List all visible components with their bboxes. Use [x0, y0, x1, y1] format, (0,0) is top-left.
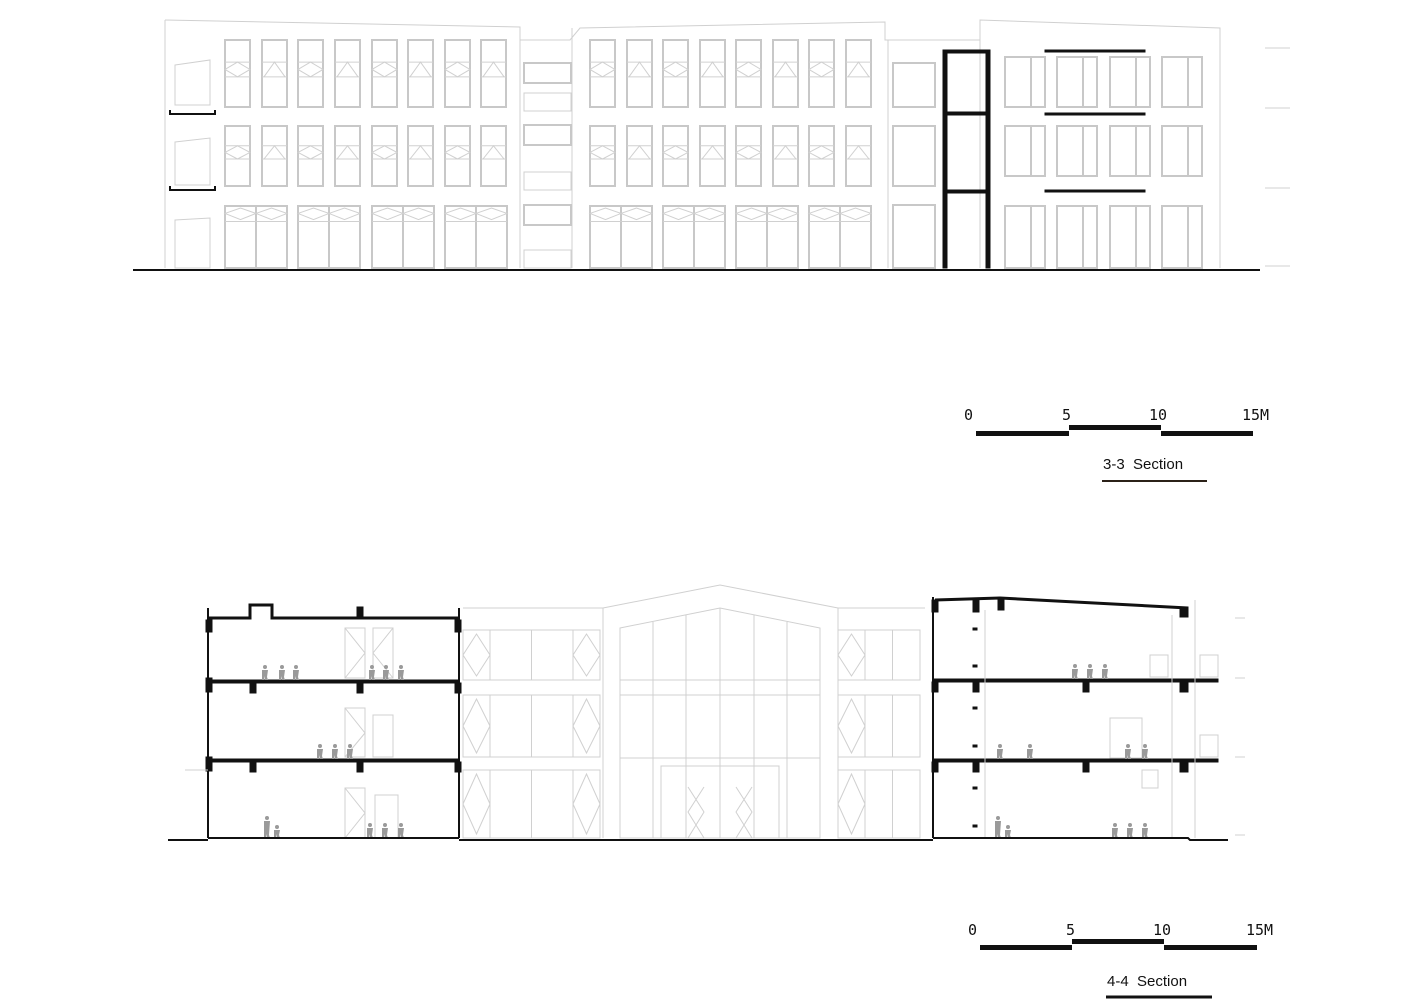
person-figure — [383, 665, 389, 680]
window — [334, 125, 361, 187]
person-figure — [279, 665, 285, 680]
person-figure — [1112, 823, 1118, 838]
scale-tick-5: 5 — [1062, 406, 1071, 424]
window — [480, 125, 507, 187]
scale-tick-10: 10 — [1149, 406, 1167, 424]
person-figure — [398, 823, 404, 838]
person-figure — [1005, 825, 1011, 838]
scale-bar-4-4: 0 5 10 15M 4-4 Section — [968, 921, 1273, 999]
person-figure — [332, 744, 338, 759]
window — [261, 125, 288, 187]
person-figure — [1102, 664, 1108, 679]
window-grid-right — [1004, 56, 1203, 269]
scale-tick-15: 15M — [1246, 921, 1273, 939]
window — [224, 39, 251, 108]
person-figure — [1127, 823, 1133, 838]
person-figure — [1087, 664, 1093, 679]
person-figure — [1125, 744, 1131, 759]
window — [371, 39, 398, 108]
window — [699, 125, 726, 187]
window — [772, 125, 799, 187]
window — [662, 39, 689, 108]
person-figure — [997, 744, 1003, 759]
window — [297, 39, 324, 108]
window — [371, 125, 398, 187]
window — [1161, 56, 1203, 108]
window — [808, 39, 835, 108]
window — [261, 39, 288, 108]
person-figure — [398, 665, 404, 680]
elevation-3-3 — [133, 19, 1290, 271]
person-figure — [995, 816, 1001, 838]
person-figure — [347, 744, 353, 759]
small-bay-windows — [892, 62, 936, 269]
person-figure — [369, 665, 375, 680]
window — [1056, 125, 1098, 177]
window — [1161, 125, 1203, 177]
window — [480, 39, 507, 108]
window — [772, 39, 799, 108]
scale-tick-15: 15M — [1242, 406, 1269, 424]
people-figures — [262, 664, 1148, 838]
window — [1109, 56, 1151, 108]
section-4-4 — [168, 584, 1245, 841]
window — [699, 39, 726, 108]
stair-tower — [523, 62, 572, 269]
window — [407, 125, 434, 187]
window — [1004, 56, 1046, 108]
window — [626, 125, 653, 187]
window — [444, 39, 471, 108]
person-figure — [1027, 744, 1033, 759]
scale-tick-5: 5 — [1066, 921, 1075, 939]
ground-line-4-4 — [168, 837, 1228, 841]
central-hall-elevation — [462, 584, 925, 839]
person-figure — [293, 665, 299, 680]
window — [808, 125, 835, 187]
person-figure — [367, 823, 373, 838]
window — [1004, 205, 1046, 269]
person-figure — [1142, 823, 1148, 838]
window — [224, 125, 251, 187]
person-figure — [274, 825, 280, 838]
window — [1004, 125, 1046, 177]
window — [735, 125, 762, 187]
right-cut-block — [931, 596, 1219, 838]
window — [589, 39, 616, 108]
window — [1056, 205, 1098, 269]
person-figure — [1072, 664, 1078, 679]
window-grid-left — [223, 39, 509, 269]
window — [735, 39, 762, 108]
left-cut-block — [205, 603, 462, 839]
window — [589, 125, 616, 187]
window — [297, 125, 324, 187]
scale-bar-3-3: 0 5 10 15M 3-3 Section — [964, 406, 1269, 482]
person-figure — [382, 823, 388, 838]
window — [845, 125, 872, 187]
drawing-title-3-3: 3-3 Section — [1103, 456, 1183, 473]
person-figure — [264, 816, 270, 838]
drawing-title-4-4: 4-4 Section — [1107, 973, 1187, 990]
window — [407, 39, 434, 108]
person-figure — [317, 744, 323, 759]
scale-tick-0: 0 — [964, 406, 973, 424]
window — [662, 125, 689, 187]
person-figure — [1142, 744, 1148, 759]
cut-frame — [942, 49, 1146, 269]
window-grid-middle — [588, 39, 873, 269]
window — [1109, 125, 1151, 177]
window — [1109, 205, 1151, 269]
window — [1056, 56, 1098, 108]
window — [444, 125, 471, 187]
window — [626, 39, 653, 108]
left-balconies — [169, 59, 216, 269]
window — [1161, 205, 1203, 269]
window — [845, 39, 872, 108]
window — [334, 39, 361, 108]
person-figure — [262, 665, 268, 680]
scale-tick-0: 0 — [968, 921, 977, 939]
scale-tick-10: 10 — [1153, 921, 1171, 939]
